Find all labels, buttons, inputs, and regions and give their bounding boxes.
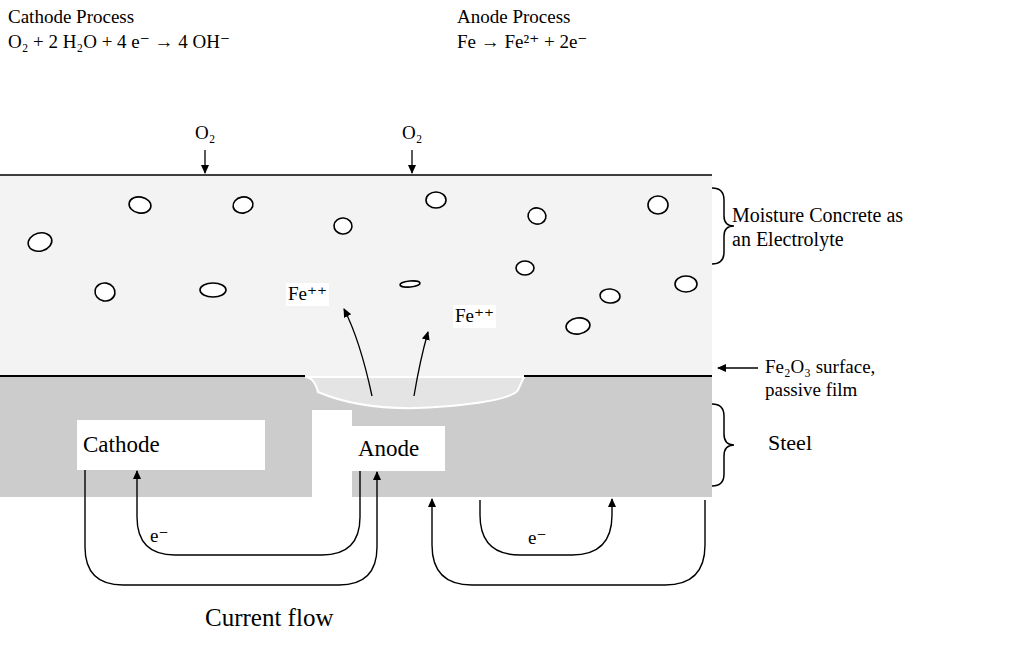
electrode-label: Anode [358, 435, 419, 463]
part-label: Fe₂O₃ surface, passive film [765, 356, 930, 402]
reaction-equation: Fe → Fe²⁺ + 2e⁻ [457, 31, 587, 54]
oxygen-arrow [204, 150, 205, 173]
concrete-surface [0, 174, 712, 176]
electron-label: e⁻ [528, 527, 546, 550]
oxygen-arrow [411, 150, 412, 173]
current-loop-arrow [85, 470, 377, 585]
leader-arrow [718, 367, 758, 368]
part-label: Moisture Concrete as an Electrolyte [732, 203, 922, 251]
electrode-box: Anode [352, 426, 445, 471]
steel-bar [0, 377, 712, 497]
current-loop-arrow [137, 471, 360, 555]
ion-label: Fe⁺⁺ [453, 305, 496, 328]
aggregate [128, 195, 152, 215]
aggregate [526, 206, 548, 226]
brace [712, 188, 734, 264]
aggregate [200, 283, 226, 297]
aggregate [333, 217, 352, 235]
aggregate [565, 316, 591, 335]
part-label: Steel [768, 430, 812, 456]
ion-label: Fe⁺⁺ [286, 283, 329, 306]
oxygen-label: O₂ [195, 122, 215, 145]
process-title: Anode Process [457, 6, 570, 29]
electrode-box: Cathode [77, 420, 265, 470]
passive-film [524, 375, 712, 377]
reaction-equation: O₂ + 2 H₂O + 4 e⁻ → 4 OH⁻ [8, 31, 230, 54]
ion-arrow [414, 332, 428, 396]
passive-film [0, 375, 305, 377]
aggregate [400, 280, 420, 288]
aggregate [648, 196, 668, 214]
aggregate [26, 230, 54, 254]
process-title: Cathode Process [8, 6, 134, 29]
electron-flow-arrow [480, 499, 612, 555]
current-flow-arrow [432, 499, 705, 585]
electron-label: e⁻ [150, 525, 168, 548]
steel-gap [312, 410, 352, 497]
ion-arrow [344, 309, 372, 396]
oxygen-label: O₂ [402, 122, 422, 145]
caption-label: Current flow [205, 603, 333, 633]
electrode-label: Cathode [83, 431, 160, 459]
aggregate-group [26, 192, 697, 336]
brace [712, 404, 734, 486]
aggregate [675, 276, 697, 292]
concrete-band [0, 175, 712, 377]
aggregate [516, 261, 534, 275]
aggregate [426, 192, 446, 208]
aggregate [94, 281, 117, 302]
aggregate [599, 288, 620, 304]
aggregate [232, 195, 254, 214]
